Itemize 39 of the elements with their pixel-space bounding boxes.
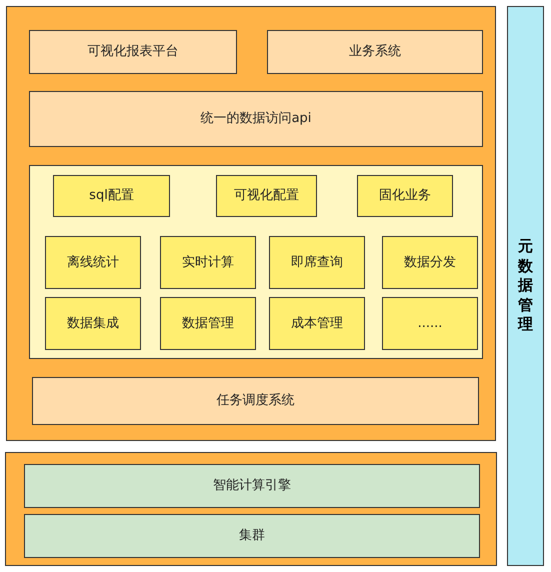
module-box (24, 464, 480, 508)
layer-panel (5, 452, 497, 566)
module-box (382, 297, 478, 350)
module-box (24, 514, 480, 558)
module-box (357, 175, 453, 217)
module-box (45, 236, 141, 289)
module-label: 即席查询 (291, 254, 343, 272)
module-box (53, 175, 170, 217)
module-label: 任务调度系统 (216, 392, 294, 410)
module-label: 可视化报表平台 (88, 43, 178, 62)
layer-panel (6, 6, 496, 441)
module-label: 智能计算引擎 (213, 477, 291, 496)
module-label: ...... (418, 314, 442, 333)
module-label: 离线统计 (67, 254, 119, 272)
module-label: 统一的数据访问api (200, 110, 312, 128)
module-box (29, 30, 237, 74)
module-label: 集群 (239, 527, 265, 546)
module-label: 实时计算 (182, 254, 234, 272)
module-box (160, 297, 256, 350)
module-label: 数据分发 (404, 254, 456, 272)
module-box (269, 297, 365, 350)
module-box (29, 91, 483, 147)
module-label: 固化业务 (379, 187, 431, 206)
module-label: sql配置 (89, 187, 134, 206)
module-label: 数据管理 (182, 314, 234, 333)
group-panel (29, 165, 483, 359)
module-box (267, 30, 483, 74)
module-label: 数据集成 (67, 314, 119, 333)
module-label: 成本管理 (291, 314, 343, 333)
module-box (45, 297, 141, 350)
module-label: 元数据管理 (518, 237, 533, 335)
module-label: 可视化配置 (234, 187, 299, 206)
module-box (32, 377, 479, 425)
module-box (269, 236, 365, 289)
module-box (216, 175, 317, 217)
module-box (382, 236, 478, 289)
module-box (160, 236, 256, 289)
module-label: 业务系统 (349, 43, 401, 62)
side-panel (507, 6, 544, 566)
